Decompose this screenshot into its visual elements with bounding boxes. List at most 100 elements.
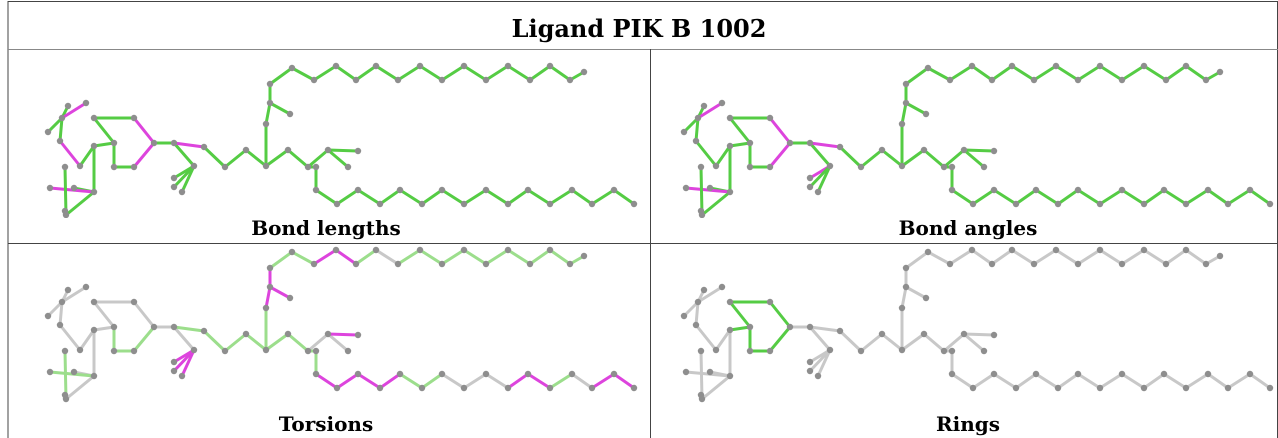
atom [1204, 370, 1212, 378]
bond [223, 332, 248, 353]
bond [172, 325, 196, 352]
atom [610, 370, 618, 378]
bond [378, 188, 402, 206]
bond [1184, 64, 1208, 82]
atom [354, 370, 362, 378]
atom [706, 184, 714, 192]
atom [836, 143, 844, 151]
atom [1204, 186, 1212, 194]
bond [60, 285, 88, 304]
bond [64, 374, 96, 401]
atom [902, 264, 910, 272]
bond [1054, 64, 1080, 82]
bond [528, 64, 552, 82]
atom [692, 137, 700, 145]
bond [768, 116, 792, 145]
bond [1226, 372, 1252, 390]
atom [980, 163, 988, 171]
atom [394, 260, 402, 268]
atom [286, 110, 294, 118]
atom [1224, 384, 1232, 392]
bond [700, 374, 732, 401]
atom [460, 62, 468, 70]
atom [90, 298, 98, 306]
caption-bond-angles: Bond angles [898, 216, 1038, 240]
atom [1052, 62, 1060, 70]
atom [1160, 370, 1168, 378]
atom [1202, 76, 1210, 84]
bond [548, 64, 572, 82]
bond [570, 188, 594, 206]
bond [1098, 64, 1124, 82]
bond [92, 325, 116, 332]
atom [1202, 260, 1210, 268]
atom [546, 200, 554, 208]
atom [70, 368, 78, 376]
atom [61, 207, 69, 215]
atom [460, 384, 468, 392]
bond [808, 325, 832, 352]
bond [1162, 372, 1188, 390]
bond [699, 165, 704, 217]
bond [378, 372, 402, 390]
atom [566, 260, 574, 268]
atom [418, 384, 426, 392]
atom [262, 304, 270, 312]
bond [172, 348, 196, 373]
bond [132, 116, 156, 145]
atom [504, 246, 512, 254]
bond [1054, 248, 1080, 266]
atom [324, 146, 332, 154]
atom [286, 294, 294, 302]
bond [1142, 188, 1166, 206]
atom [332, 62, 340, 70]
atom [580, 68, 588, 76]
atom [1246, 370, 1254, 378]
atom [1216, 252, 1224, 260]
caption-torsions: Torsions [278, 412, 374, 436]
atom [1030, 76, 1038, 84]
bond [396, 248, 422, 266]
bond [180, 348, 196, 378]
bond [992, 188, 1018, 206]
bond [268, 250, 294, 270]
bond [484, 372, 510, 390]
atom [524, 370, 532, 378]
bond [374, 248, 400, 266]
molecule-rings [680, 246, 1274, 403]
atom [82, 99, 90, 107]
atom [416, 246, 424, 254]
atom [288, 248, 296, 256]
atom [857, 347, 865, 355]
bond [63, 349, 68, 401]
bond [590, 372, 616, 390]
bond [440, 372, 466, 390]
atom [1096, 384, 1104, 392]
atom [1012, 200, 1020, 208]
atom [806, 358, 814, 366]
atom [1032, 186, 1040, 194]
atom [1030, 260, 1038, 268]
atom [960, 330, 968, 338]
atom [460, 246, 468, 254]
bond [1206, 188, 1230, 206]
bond [46, 116, 64, 134]
bond [1248, 372, 1272, 390]
atom [58, 114, 66, 122]
atom [242, 146, 250, 154]
atom [700, 102, 708, 110]
atom [266, 80, 274, 88]
atom [836, 327, 844, 335]
atom [1118, 76, 1126, 84]
bond [1120, 188, 1146, 206]
atom [1008, 62, 1016, 70]
atom [526, 76, 534, 84]
atom [190, 162, 198, 170]
atom [960, 146, 968, 154]
bond [326, 332, 350, 353]
bond [1076, 188, 1102, 206]
atom [968, 246, 976, 254]
atom [376, 200, 384, 208]
bond [992, 372, 1018, 390]
atom [990, 331, 998, 339]
